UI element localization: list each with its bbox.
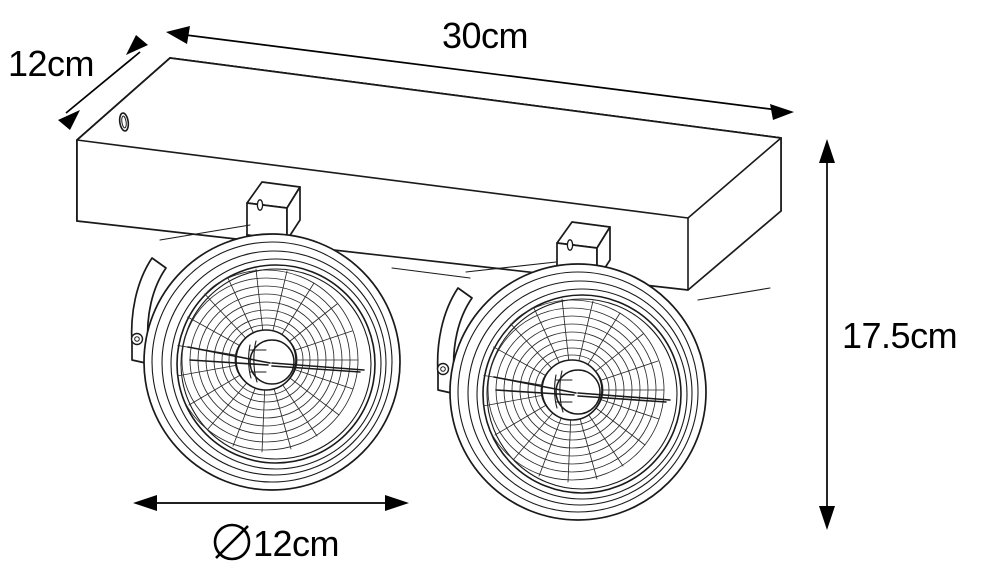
dim-diameter-label: 12cm	[253, 523, 339, 564]
left-filament-lines	[187, 346, 365, 373]
left-head-ring-2	[151, 241, 393, 483]
dimension-height-17-5cm: 17.5cm	[819, 139, 958, 530]
head-to-bar-connectors	[159, 224, 771, 301]
right-lamp-capsule	[541, 359, 603, 421]
right-filament-lines	[493, 376, 671, 403]
dimension-depth-12cm: 12cm	[8, 35, 148, 130]
dimension-width-30cm: 30cm	[166, 15, 794, 120]
left-bracket-face	[286, 186, 301, 241]
left-head-ring-5	[176, 264, 376, 464]
bar-edge-right-front	[687, 137, 782, 219]
right-head-ring-4	[476, 288, 688, 500]
dim-depth-12cm-label: 12cm	[8, 43, 94, 84]
left-pivot-screw-inner	[134, 336, 140, 342]
dim-depth-12cm-arrow-lower	[58, 110, 80, 130]
right-head-ring-6	[486, 298, 678, 490]
bar-edge-top-front	[76, 139, 689, 219]
right-pivot-arm	[436, 287, 473, 395]
dim-30cm-line	[177, 33, 787, 112]
dim-diameter-arrow-left	[133, 495, 157, 511]
left-head-ring-4	[170, 258, 382, 470]
dim-30cm-arrow-right	[770, 104, 794, 120]
left-head-ring-6	[180, 268, 372, 460]
left-mounting-bracket	[246, 181, 301, 251]
dim-30cm-label: 30cm	[442, 15, 528, 56]
right-pivot-screw-inner	[440, 366, 446, 372]
dim-height-arrow-bottom	[819, 506, 835, 530]
dim-height-arrow-top	[819, 139, 835, 163]
left-spot-head	[130, 181, 401, 491]
dimension-head-diameter-12cm: 12cm	[133, 495, 409, 564]
right-head-ring-5	[482, 294, 682, 494]
left-head-ring-3	[161, 250, 387, 476]
right-bracket-screw-hole	[566, 239, 574, 251]
right-spot-head	[436, 221, 707, 521]
end-screw-hole	[118, 112, 130, 132]
bar-edge-end-vertical	[76, 57, 171, 141]
dim-depth-12cm-line	[65, 51, 141, 114]
dim-depth-12cm-arrow-upper	[126, 35, 148, 55]
left-bracket-screw-hole	[256, 199, 264, 211]
dim-30cm-arrow-left	[166, 26, 190, 44]
dim-diameter-arrow-right	[385, 495, 409, 511]
right-head-ring-2	[457, 271, 699, 513]
diameter-symbol-icon	[213, 523, 251, 561]
dim-height-label: 17.5cm	[842, 315, 957, 356]
left-lamp-capsule	[235, 329, 297, 391]
right-head-ring-3	[467, 280, 693, 506]
